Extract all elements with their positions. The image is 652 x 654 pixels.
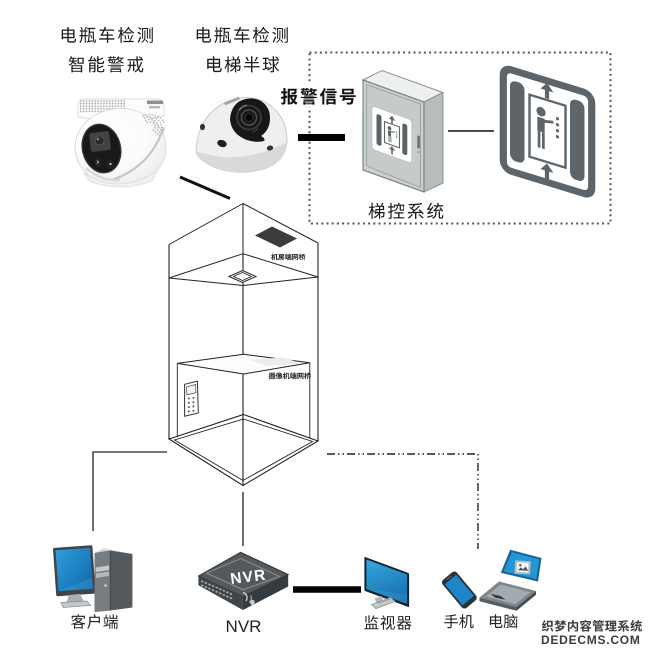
- svg-text:NVR: NVR: [226, 617, 262, 636]
- svg-text:DEDECMS.COM: DEDECMS.COM: [541, 633, 641, 647]
- svg-text:NVR: NVR: [229, 567, 267, 588]
